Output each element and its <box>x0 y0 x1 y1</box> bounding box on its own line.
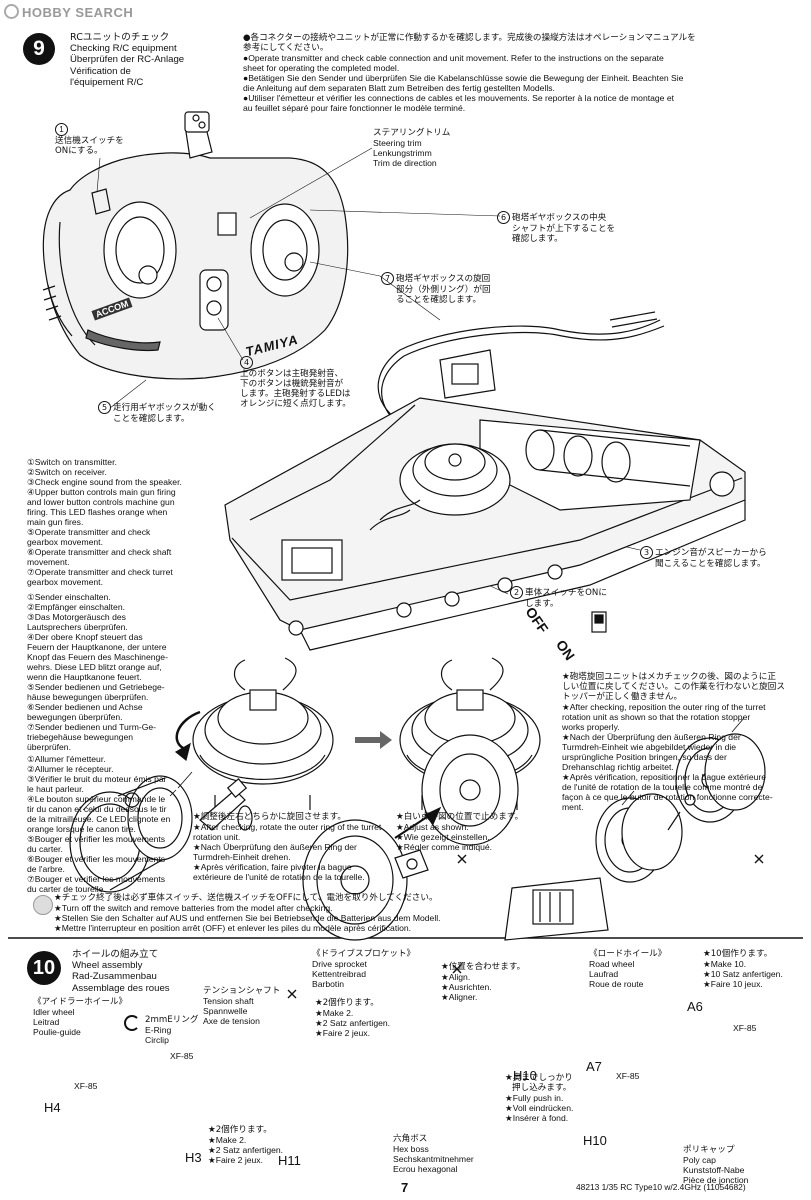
drive-sprocket <box>302 734 519 941</box>
step-9-list-fr: ①Allumer l'émetteur.②Allumer le récepteu… <box>27 754 171 894</box>
poly-cap-label: ポリキャップ Poly cap Kunststoff-Nabe Pièce de… <box>683 1145 749 1185</box>
step-10-title: ホイールの組み立て Wheel assembly Rad-Zusammenbau… <box>72 949 170 994</box>
paint-xf85-2: XF-85 <box>170 1051 194 1061</box>
make-2-idler: ★2個作ります。 ★Make 2. ★2 Satz anfertigen. ★F… <box>208 1125 284 1165</box>
tension-shaft-label: テンションシャフト Tension shaft Spannwelle Axe d… <box>203 986 281 1026</box>
note-adjust: ★白い点が図の位置で止めます。 ★Adjust as shown. ★Wie g… <box>396 812 524 852</box>
part-a7: A7 <box>586 1059 602 1074</box>
drive-sprocket-label: 《ドライブスプロケット》 Drive sprocket Kettentreibr… <box>312 949 416 989</box>
hex-boss-label: 六角ボス Hex boss Sechskantmitnehmer Ecrou h… <box>393 1134 474 1174</box>
push-note: ★奥までしっかり 押し込みます。 ★Fully push in. ★Voll e… <box>505 1073 574 1123</box>
make-2-sprocket: ★2個作ります。 ★Make 2. ★2 Satz anfertigen. ★F… <box>315 998 391 1038</box>
steering-trim-label: ステアリングトリム Steering trim Lenkungstrimm Tr… <box>373 128 451 168</box>
turret-gear-before <box>174 657 334 810</box>
part-h3: H3 <box>185 1150 202 1165</box>
eclip-icon <box>124 1015 140 1031</box>
kit-info: 48213 1/35 RC Type10 w/2.4GHz (11054682) <box>576 1182 746 1192</box>
part-a6: A6 <box>687 999 703 1014</box>
cement-icon <box>287 854 764 999</box>
callout-4: 4 上のボタンは主砲発射音、 下のボタンは機銃発射音が します。主砲発射するLE… <box>240 356 351 409</box>
eclip-label: 2mmEリング E-Ring Circlip <box>145 1015 199 1045</box>
paintbrush-icon <box>82 717 745 811</box>
align-note: ★位置を合わせます。 ★Align. ★Ausrichten. ★Aligner… <box>441 962 526 1002</box>
idler-wheel <box>69 775 193 893</box>
step-9-title: RCユニットのチェック Checking R/C equipment Überp… <box>70 32 185 88</box>
warning-circle-icon <box>33 895 53 915</box>
part-h10-b: H10 <box>583 1133 607 1148</box>
logo-ring-icon <box>4 4 19 19</box>
step-9-list-en: ①Switch on transmitter.②Switch on receiv… <box>27 457 182 587</box>
throttle-stick <box>250 203 320 297</box>
note-rotate-ring: ★調整後左右どちらかに旋回させます。 ★After checking, rota… <box>193 812 382 882</box>
part-h11: H11 <box>278 1153 301 1168</box>
callout-1: 1 送信機スイッチを ONにする。 <box>55 123 124 156</box>
paint-xf85-3: XF-85 <box>616 1071 640 1081</box>
part-h10-a: H10 <box>513 1068 537 1083</box>
tension-shaft <box>199 778 253 831</box>
paint-xf85-1: XF-85 <box>74 1081 98 1091</box>
steering-wheel <box>103 201 177 299</box>
hex-boss <box>394 849 429 879</box>
step-9-number: 9 <box>23 33 55 65</box>
idler-wheel-label: 《アイドラーホイール》 Idler wheel Leitrad Poulie-g… <box>33 997 128 1037</box>
step-10-number: 10 <box>27 951 61 985</box>
transmitter-grip-ridges <box>42 285 62 321</box>
part-h4: H4 <box>44 1100 61 1115</box>
site-logo: HOBBY SEARCH <box>4 4 133 20</box>
note-after-check: ★チェック終了後は必ず車体スイッチ、送信機スイッチをOFFにして、電池を取り外し… <box>54 893 441 933</box>
road-wheel-a7 <box>595 793 683 883</box>
hex-boss-press <box>504 877 609 941</box>
step-9-list-de: ①Sender einschalten.②Empfänger einschalt… <box>27 592 168 752</box>
make-10-note: ★10個作ります。 ★Make 10. ★10 Satz anfertigen.… <box>703 949 783 989</box>
arrow-right <box>355 731 392 749</box>
road-wheel-label: 《ロードホイール》 Road wheel Laufrad Roue de rou… <box>589 949 667 989</box>
step-9-intro: ●各コネクターの接続やユニットが正常に作動するかを確認します。完成後の操縦方法は… <box>243 33 696 113</box>
poly-cap <box>684 794 696 806</box>
paint-xf85-4: XF-85 <box>733 1023 757 1033</box>
note-turret-reposition: ★砲塔旋回ユニットはメカチェックの後、図のように正 しい位置に戻してください。こ… <box>562 672 785 812</box>
page-number: 7 <box>401 1180 409 1195</box>
